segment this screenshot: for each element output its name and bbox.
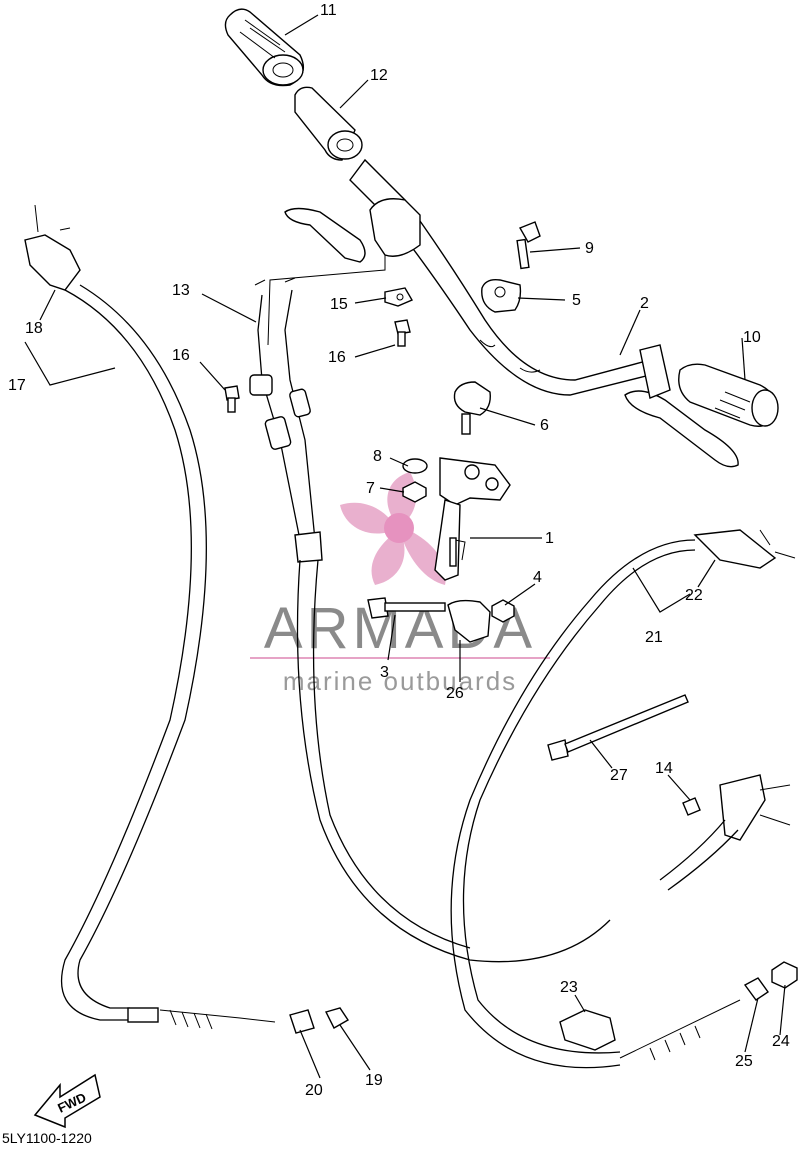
watermark-tagline: marine outbuards: [283, 666, 517, 696]
callout-23: 23: [560, 979, 578, 996]
callout-4: 4: [533, 569, 542, 586]
callout-27: 27: [610, 767, 628, 784]
callout-2: 2: [640, 295, 649, 312]
callout-11: 11: [320, 2, 337, 19]
throttle-sleeve-part-12: [294, 86, 363, 161]
fwd-arrow-icon: FWD: [33, 1073, 101, 1129]
callout-1: 1: [545, 530, 554, 547]
callout-14: 14: [655, 760, 673, 777]
bracket-part-1: [434, 457, 511, 581]
callout-9: 9: [585, 240, 594, 257]
callout-16-left: 16: [172, 347, 190, 364]
leader-lines: [24, 14, 786, 1079]
holder-part-26: [447, 599, 491, 643]
handlebar-part-2: [349, 158, 651, 396]
callout-5: 5: [572, 292, 581, 309]
callout-18: 18: [25, 320, 43, 337]
plate-part-15: [384, 287, 414, 307]
bolt-part-9: [516, 221, 541, 270]
callout-24: 24: [772, 1033, 790, 1050]
left-grip-part-11: [224, 8, 304, 87]
callout-20: 20: [305, 1082, 323, 1099]
throttle-cables-part-13: [249, 277, 611, 963]
clip-part-23: [559, 1009, 616, 1051]
callout-10: 10: [743, 329, 761, 346]
cable-part-21: [450, 529, 796, 1069]
screw-part-16-left: [224, 385, 240, 413]
doc-code: 5LY1100-1220: [2, 1130, 92, 1146]
callout-8: 8: [373, 448, 382, 465]
callout-12: 12: [370, 67, 388, 84]
callout-22: 22: [685, 587, 703, 604]
junction-part-14: [659, 774, 791, 891]
callouts: 1 2 3 4 5 6 7 8 9 10 11 12 13 14 15 16 1…: [8, 2, 790, 1099]
adjuster-part-25: [743, 977, 769, 1001]
cable-tie-part-27: [547, 694, 689, 761]
callout-17: 17: [8, 377, 26, 394]
callout-16-right: 16: [328, 349, 346, 366]
callout-7: 7: [366, 480, 375, 497]
nut-part-7: [402, 481, 427, 503]
left-lever-housing: [267, 198, 421, 346]
bolt-part-3: [367, 597, 446, 619]
adjuster-part-20: [289, 1009, 315, 1034]
screw-part-16-right: [394, 319, 411, 347]
watermark-propeller-icon: [340, 472, 446, 585]
upper-clamp-part-5: [481, 278, 522, 313]
watermark: ARMADA marine outbuards: [250, 472, 550, 696]
right-lever: [624, 344, 739, 468]
right-grip-part-10: [678, 363, 779, 427]
callout-19: 19: [365, 1072, 383, 1089]
callout-15: 15: [330, 296, 348, 313]
nut-part-24: [771, 961, 798, 989]
callout-6: 6: [540, 417, 549, 434]
callout-3: 3: [380, 664, 389, 681]
callout-21: 21: [645, 629, 663, 646]
lower-holder-part-6: [453, 381, 491, 435]
nut-part-4: [491, 599, 515, 623]
callout-25: 25: [735, 1053, 753, 1070]
cable-part-17: [24, 204, 276, 1030]
callout-26: 26: [446, 685, 464, 702]
nut-part-8: [402, 458, 428, 474]
callout-13: 13: [172, 282, 190, 299]
nut-part-19: [324, 1007, 349, 1029]
